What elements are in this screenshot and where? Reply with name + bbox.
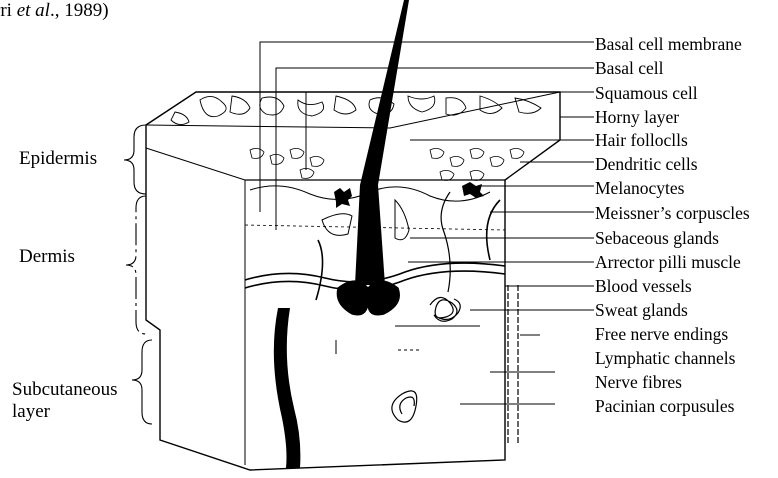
layer-braces <box>124 125 152 424</box>
label-meissners-corpuscles: Meissner’s corpuscles <box>595 204 750 223</box>
horny-layer-pattern <box>171 96 541 125</box>
label-basal-cell: Basal cell <box>595 59 664 78</box>
cell-layer-pattern <box>250 148 524 201</box>
label-melanocytes: Melanocytes <box>595 179 684 198</box>
label-hair-follicles: Hair folloclls <box>595 131 688 150</box>
label-lymphatic-channels: Lymphatic channels <box>595 349 735 368</box>
label-sebaceous-glands: Sebaceous glands <box>595 229 719 248</box>
hair-follicle <box>322 0 409 315</box>
label-arrector-pilli-muscle: Arrector pilli muscle <box>595 253 741 272</box>
label-horny-layer: Horny layer <box>595 108 679 127</box>
nerve-fibres <box>274 285 518 468</box>
label-pacinian-corpuscles: Pacinian corpusules <box>595 397 734 416</box>
label-squamous-cell: Squamous cell <box>595 84 698 103</box>
leader-lines <box>260 42 594 404</box>
melanocyte-cells <box>334 182 484 208</box>
label-sweat-glands: Sweat glands <box>595 301 688 320</box>
label-dendritic-cells: Dendritic cells <box>595 155 698 174</box>
label-free-nerve-endings: Free nerve endings <box>595 325 728 344</box>
label-basal-cell-membrane: Basal cell membrane <box>595 35 742 54</box>
sweat-gland <box>430 192 460 321</box>
label-nerve-fibres: Nerve fibres <box>595 373 682 392</box>
pacinian-corpuscle <box>392 391 417 422</box>
label-blood-vessels: Blood vessels <box>595 277 692 296</box>
